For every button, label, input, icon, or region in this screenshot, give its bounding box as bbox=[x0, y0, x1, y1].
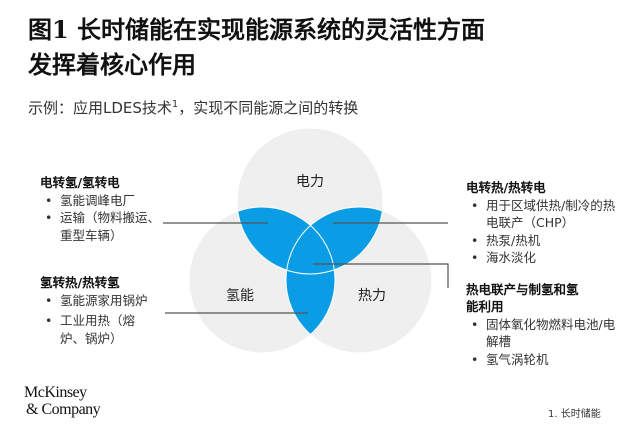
logo-line-2: & Company bbox=[26, 401, 101, 418]
list-item: 氢能源家用锅炉 bbox=[45, 292, 155, 310]
overlap-hydrogen-heat bbox=[286, 207, 335, 353]
title-line-1: 图1 长时储能在实现能源系统的灵活性方面 bbox=[28, 15, 486, 44]
block-power-hydrogen: 电转氢/氢转电 氢能调峰电厂 运输（物料搬运、重型车辆） bbox=[40, 174, 180, 244]
footnote: 1. 长时储能 bbox=[548, 409, 601, 420]
block-header: 电转氢/氢转电 bbox=[40, 175, 120, 190]
list-item: 氢能调峰电厂 bbox=[45, 192, 180, 210]
title-line-2: 发挥着核心作用 bbox=[28, 50, 196, 79]
footnote-marker: 1 bbox=[171, 99, 179, 110]
connector-lines bbox=[163, 222, 449, 314]
block-chp-hydrogen: 热电联产与制氢和氢能利用 固体氧化物燃料电池/电解槽 氢气涡轮机 bbox=[466, 281, 626, 369]
list-item: 固体氧化物燃料电池/电解槽 bbox=[471, 316, 616, 351]
subtitle: 示例：应用LDES技术1，实现不同能源之间的转换 bbox=[28, 97, 358, 118]
left-annotations: 电转氢/氢转电 氢能调峰电厂 运输（物料搬运、重型车辆） 氢转热/热转氢 氢能源… bbox=[40, 174, 180, 355]
venn-label-hydrogen: 氢能 bbox=[226, 288, 254, 304]
block-header: 电转热/热转电 bbox=[466, 180, 546, 195]
block-hydrogen-heat: 氢转热/热转氢 氢能源家用锅炉 工业用热（熔炉、锅炉） bbox=[40, 274, 180, 347]
logo-line-1: McKinsey bbox=[24, 384, 87, 401]
subtitle-text-2: ，实现不同能源之间的转换 bbox=[178, 99, 359, 117]
block-header: 热电联产与制氢和氢能利用 bbox=[466, 281, 579, 315]
list-item: 热泵/热机 bbox=[471, 232, 626, 250]
venn-label-heat: 热力 bbox=[358, 288, 386, 304]
mckinsey-logo: McKinsey & Company bbox=[24, 384, 101, 418]
page-title: 图1 长时储能在实现能源系统的灵活性方面 发挥着核心作用 bbox=[28, 12, 485, 82]
list-item: 运输（物料搬运、重型车辆） bbox=[45, 209, 170, 244]
list-item: 海水淡化 bbox=[471, 249, 626, 267]
block-power-heat: 电转热/热转电 用于区域供热/制冷的热电联产（CHP） 热泵/热机 海水淡化 bbox=[466, 179, 626, 267]
list-item: 工业用热（熔炉、锅炉） bbox=[45, 312, 155, 347]
right-annotations: 电转热/热转电 用于区域供热/制冷的热电联产（CHP） 热泵/热机 海水淡化 热… bbox=[466, 179, 626, 376]
list-item: 氢气涡轮机 bbox=[471, 351, 616, 369]
block-header: 氢转热/热转氢 bbox=[40, 275, 120, 290]
subtitle-text: 示例：应用LDES技术 bbox=[28, 99, 172, 117]
venn-label-power: 电力 bbox=[296, 174, 324, 190]
list-item: 用于区域供热/制冷的热电联产（CHP） bbox=[471, 197, 626, 232]
